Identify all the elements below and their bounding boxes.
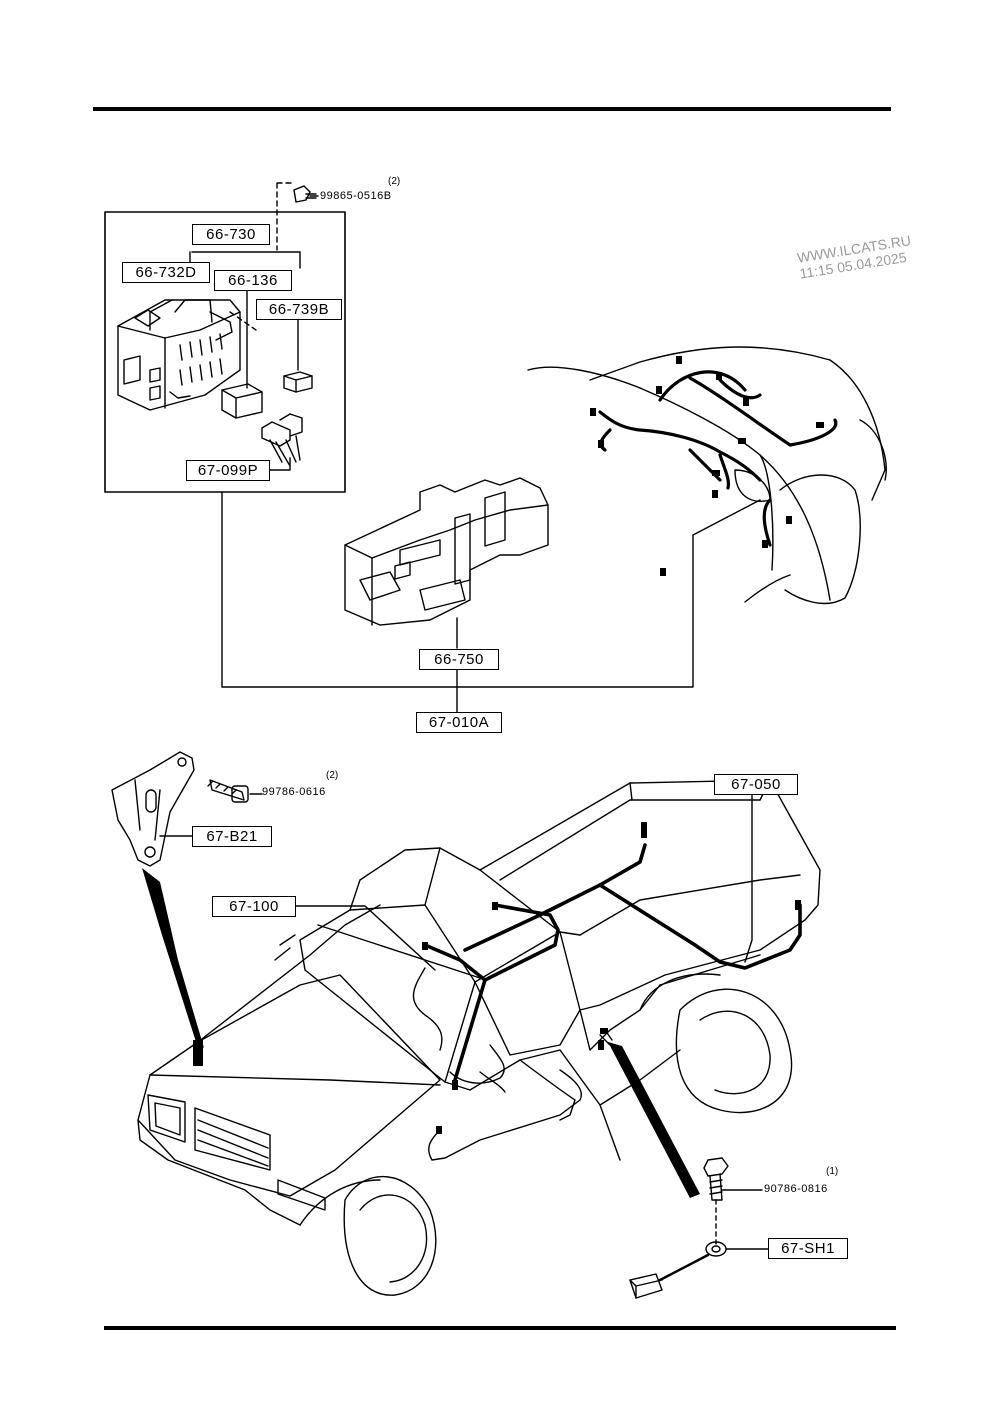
dash-connectors-drawing [590,356,824,576]
fuse-block-drawing [117,299,241,411]
fuse-parts-drawing [221,371,313,467]
fuse-assembly-frame [104,211,346,493]
leader-67-050 [744,794,753,963]
bracket-67-b21-drawing [111,751,195,867]
leader-66-730 [189,251,301,269]
fastener-qty-99865: (2) [388,176,401,187]
leader-67-099P [267,457,291,471]
leader-67-010A-harness [692,499,761,536]
bolt-90786-0816-drawing [703,1157,763,1245]
callout-66-136: 66-136 [214,270,292,291]
leader-67-100 [293,905,436,971]
callout-67-010A: 67-010A [416,712,502,733]
truck-body-drawing [137,779,821,1296]
fastener-part-99786: 99786-0616 [262,786,326,798]
relay-bracket-drawing [344,477,549,626]
fastener-qty-99786: (2) [326,770,339,781]
top-rule [93,107,891,111]
bolt-99786-0616-drawing [207,779,263,803]
ground-point-hood [193,1040,203,1066]
ground-terminal-drawing [629,1241,769,1299]
leader-dashed-bolt [276,182,293,251]
dashboard-interior-drawing [527,346,887,605]
fastener-qty-90786: (1) [826,1166,839,1177]
fastener-part-99865: 99865-0516B [320,190,392,202]
pointer-67-b21 [142,868,204,1048]
callout-67-099P: 67-099P [186,460,270,481]
callout-66-730: 66-730 [192,224,270,245]
truck-harness-thin [412,967,613,1161]
callout-67-100: 67-100 [212,896,296,917]
dash-harness-drawing [598,370,838,547]
callout-66-732D: 66-732D [122,262,210,283]
callout-66-739B: 66-739B [256,299,342,320]
pointer-67-sh1 [608,1042,700,1198]
bottom-rule [104,1326,896,1330]
callout-67-B21: 67-B21 [192,826,272,847]
leader-67-010A-frame [221,491,694,713]
fastener-part-90786: 90786-0816 [764,1183,828,1195]
callout-67-050: 67-050 [714,774,798,795]
truck-harness-drawing [423,843,802,1082]
truck-connectors-drawing [422,822,801,1134]
bolt-99865-0516b-drawing [293,185,319,203]
callout-67-SH1: 67-SH1 [768,1238,848,1259]
callout-66-750: 66-750 [419,649,499,670]
